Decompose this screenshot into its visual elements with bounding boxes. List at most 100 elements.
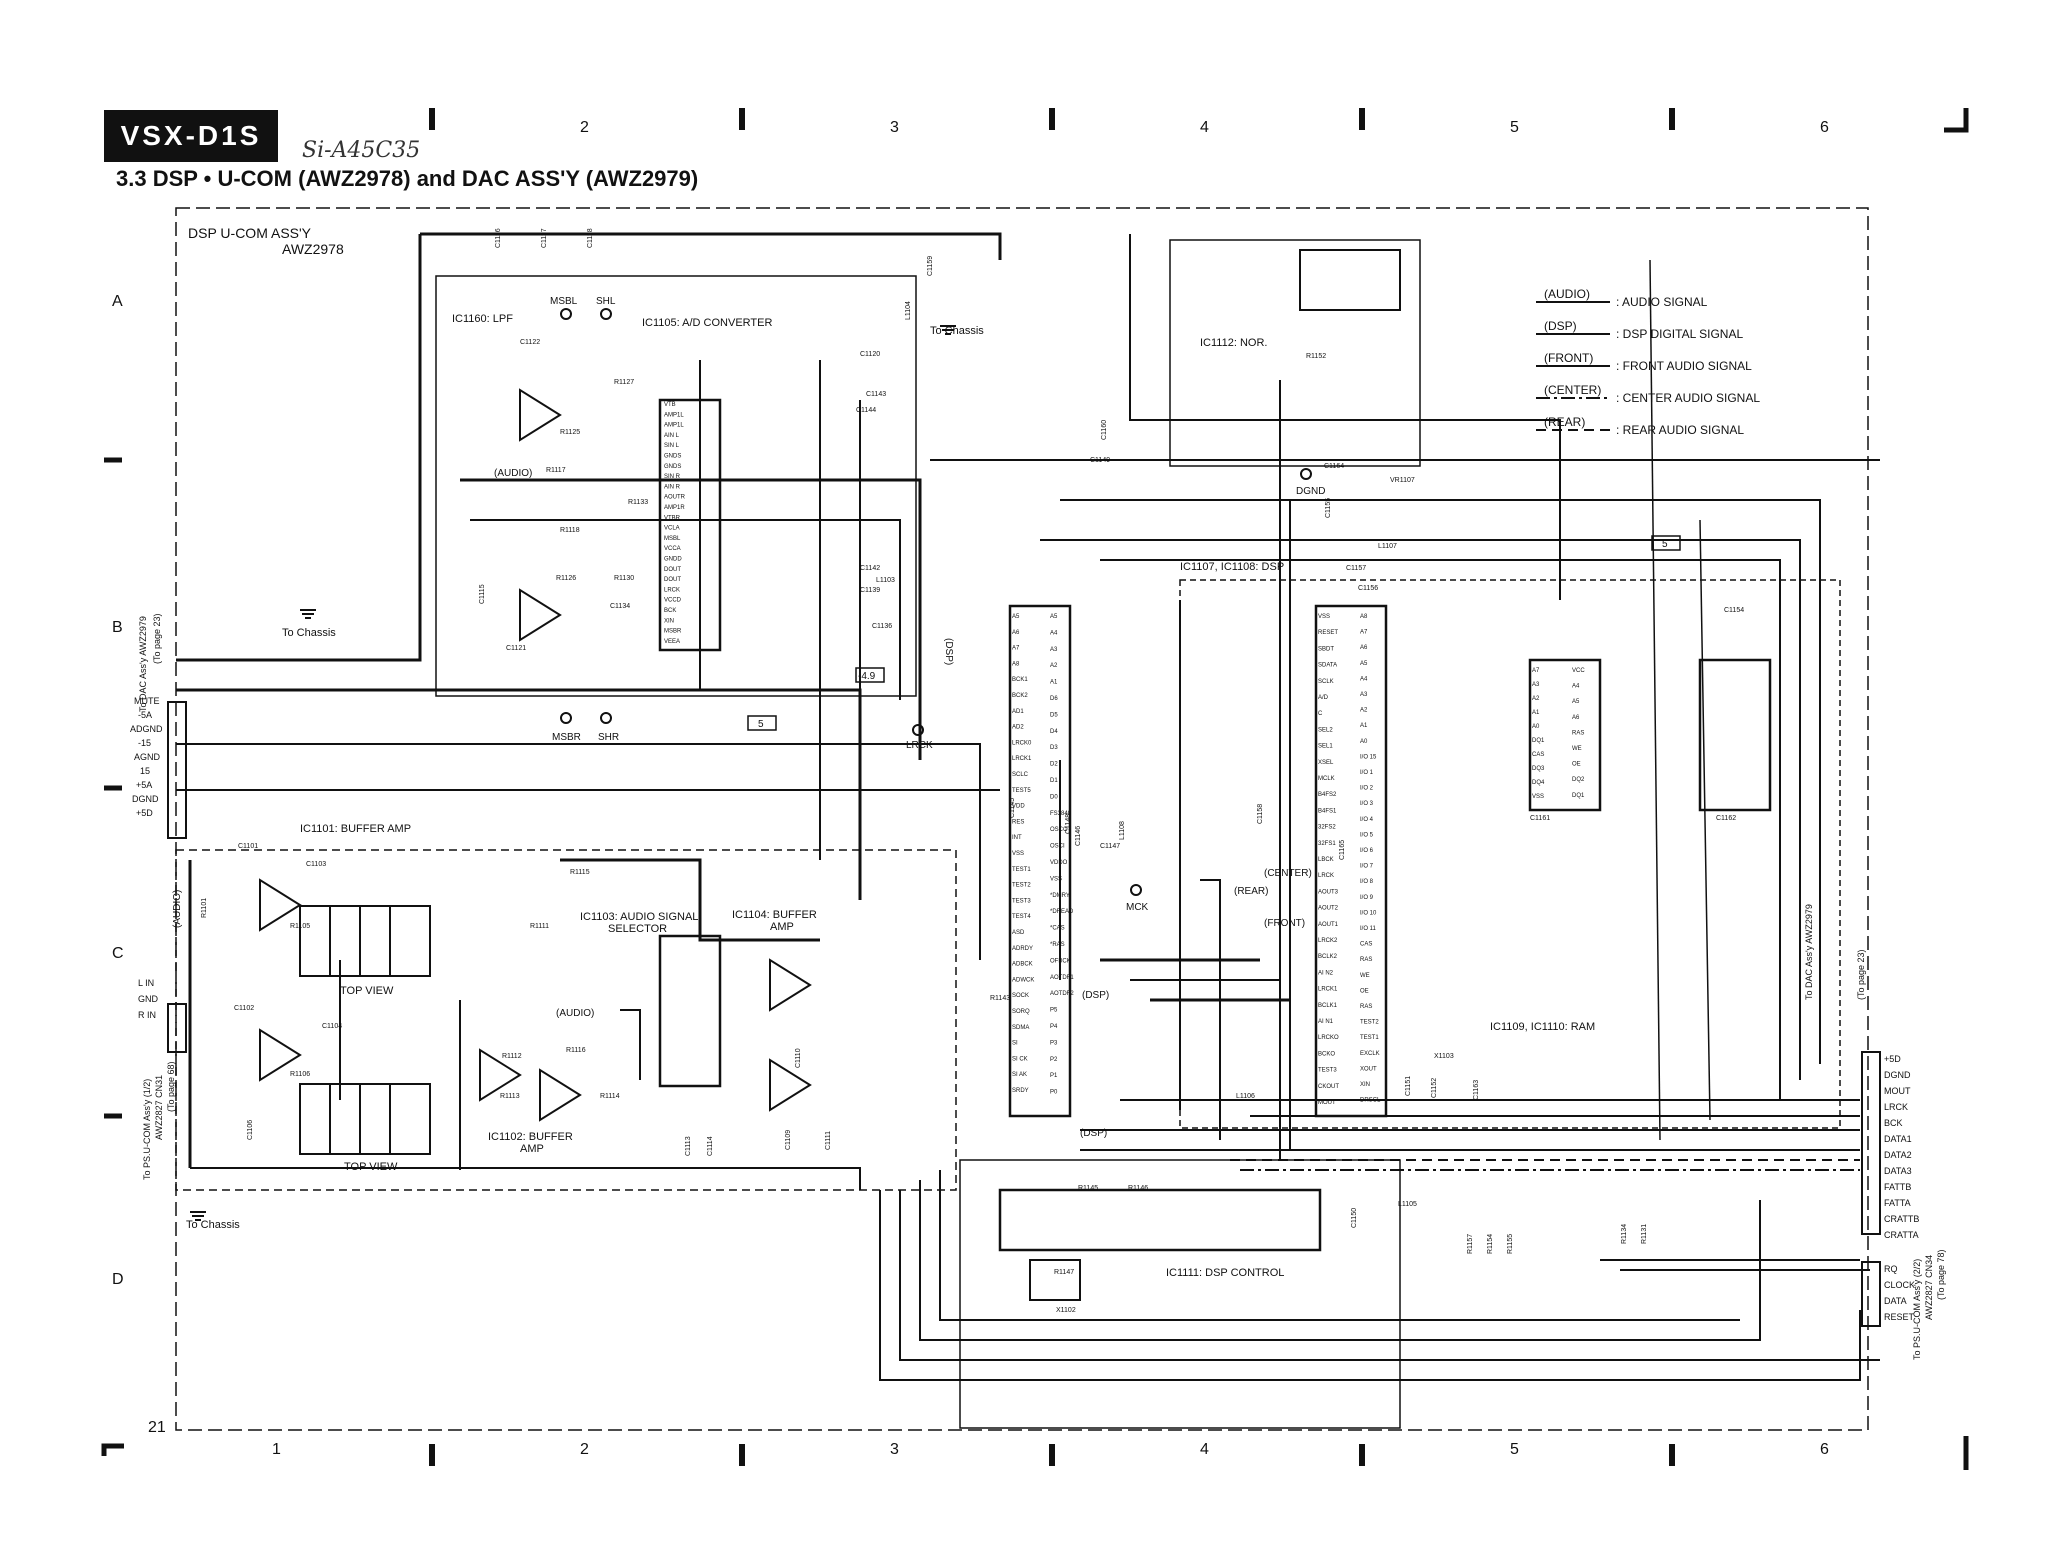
part-label: L1107: [1378, 543, 1397, 550]
adc-pin-label: SIN L: [664, 443, 680, 449]
dsp-ctrl-right-pin-label: A2: [1050, 663, 1058, 669]
part-label: R1157: [1467, 1234, 1474, 1254]
ram-pin-label: A3: [1532, 682, 1540, 688]
dsp-ctrl-right-pin-label: VSS: [1050, 876, 1062, 882]
conn-right-top-title: To DAC Ass'y AWZ2979: [1804, 904, 1814, 1000]
dsp-right-pin-label: WE: [1360, 973, 1370, 979]
dsp-pin-label: AOUT3: [1318, 889, 1339, 895]
adc-pin-label: DOUT: [664, 577, 681, 583]
dsp-ctrl-right-pin-label: *DMRY: [1050, 893, 1070, 899]
part-label: C1115: [479, 584, 486, 604]
ram-right-pin-label: DQ1: [1572, 793, 1585, 799]
conn-right-bottom-note: (To page 78): [1936, 1249, 1946, 1300]
pin-r-crattb: CRATTB: [1884, 1214, 1919, 1224]
part-label: C1118: [587, 228, 594, 248]
dsp-ctrl-pin-label: TEST1: [1012, 867, 1031, 873]
grid-col-4-top: 4: [1200, 119, 1209, 136]
part-label: C1116: [495, 228, 502, 248]
pin-r-mout: MOUT: [1884, 1086, 1911, 1096]
adc-pin-label: BCK: [664, 608, 676, 614]
part-label: C1109: [785, 1130, 792, 1150]
block-ic1111: IC1111: DSP CONTROL: [1166, 1267, 1284, 1279]
dsp-ctrl-right-pin-label: OSCI: [1050, 844, 1065, 850]
adc-pin-label: DOUT: [664, 567, 681, 573]
adc-pin-label: VTBR: [664, 515, 681, 521]
tag-audio-1: (AUDIO): [494, 468, 532, 479]
dsp-ctrl-right-pin-label: AOTDF2: [1050, 991, 1074, 997]
adc-pin-label: AOUTR: [664, 495, 686, 501]
adc-pin-label: GNDS: [664, 464, 681, 470]
dsp-pin-label: SEL1: [1318, 744, 1333, 750]
dsp-ctrl-right-pin-label: D0: [1050, 794, 1058, 800]
dsp-right-pin-label: A8: [1360, 614, 1368, 620]
pin-dgnd: DGND: [132, 794, 159, 804]
dsp-right-pin-label: TEST1: [1360, 1035, 1379, 1041]
part-label: R1101: [201, 898, 208, 918]
handwritten-note: Si-A45C35: [302, 138, 421, 163]
pin-mute: MUTE: [134, 696, 160, 706]
pin-minus15: -15: [138, 738, 151, 748]
part-label: C1121: [506, 645, 526, 652]
pin-agnd: AGND: [134, 752, 161, 762]
part-label: C1106: [247, 1120, 254, 1140]
dsp-right-pin-label: A0: [1360, 739, 1368, 745]
pin-gnd: GND: [138, 994, 159, 1004]
adc-pin-label: SIN R: [664, 474, 681, 480]
part-label: R1111: [530, 923, 549, 930]
dsp-ctrl-right-pin-label: D5: [1050, 712, 1058, 718]
adc-pin-label: AIN L: [664, 433, 680, 439]
ram-right-pin-label: VCC: [1572, 668, 1585, 674]
part-label: C1163: [1473, 1080, 1480, 1100]
dsp-ctrl-pin-label: SDMA: [1012, 1025, 1029, 1031]
adc-pin-label: GNDS: [664, 454, 681, 460]
dsp-right-pin-label: TEST2: [1360, 1020, 1379, 1026]
ram-right-pin-label: A4: [1572, 684, 1580, 690]
pin-15: 15: [140, 766, 150, 776]
ram-right-pin-label: DQ2: [1572, 777, 1585, 783]
dsp-pin-label: LRCK2: [1318, 938, 1338, 944]
dsp-pin-label: SDATA: [1318, 663, 1337, 669]
tag-dsp-2: (DSP): [1082, 990, 1109, 1001]
dsp-ctrl-right-pin-label: VDDO: [1050, 860, 1068, 866]
part-label: R1131: [1641, 1224, 1648, 1244]
part-label: C1147: [1100, 843, 1120, 850]
ram-pin-label: DQ4: [1532, 780, 1545, 786]
part-label: R1152: [1306, 353, 1326, 360]
dsp-ctrl-right-pin-label: P4: [1050, 1024, 1058, 1030]
part-label: R1114: [600, 1093, 620, 1100]
dsp-pin-label: BCLK1: [1318, 1003, 1338, 1009]
dsp-ctrl-right-pin-label: D4: [1050, 729, 1058, 735]
dsp-pin-label: TEST3: [1318, 1068, 1337, 1074]
part-label: R1115: [570, 869, 590, 876]
tp-msbr: MSBR: [552, 732, 581, 743]
dsp-ctrl-pin-label: LRCK1: [1012, 756, 1032, 762]
assembly-name: DSP U-COM ASS'Y: [188, 225, 312, 241]
dsp-ctrl-right-pin-label: *RAS: [1050, 942, 1065, 948]
dsp-ctrl-pin-label: SI: [1012, 1041, 1018, 1047]
dsp-ctrl-right-pin-label: D2: [1050, 762, 1058, 768]
part-label: C1159: [927, 256, 934, 276]
part-label: R1117: [546, 467, 566, 474]
part-label: C1142: [860, 565, 880, 572]
part-label: L1103: [876, 577, 895, 584]
part-label: R1147: [1054, 1269, 1074, 1276]
pin-r-plus5d: +5D: [1884, 1054, 1901, 1064]
part-label: C1152: [1431, 1078, 1438, 1098]
dsp-ctrl-right-pin-label: *CAS: [1050, 926, 1065, 932]
part-label: R1146: [1128, 1185, 1148, 1192]
part-label: R1116: [566, 1047, 586, 1054]
dsp-ctrl-right-pin-label: A5: [1050, 614, 1058, 620]
ram-pin-label: CAS: [1532, 752, 1544, 758]
dsp-pin-label: 32FS1: [1318, 841, 1336, 847]
adc-pin-label: VCCA: [664, 546, 681, 552]
dsp-pin-label: RESET: [1318, 630, 1338, 636]
block-ic1104a: IC1104: BUFFER: [732, 909, 817, 921]
dsp-right-pin-label: RAS: [1360, 1004, 1372, 1010]
ram-pin-label: A2: [1532, 696, 1540, 702]
dsp-ctrl-right-pin-label: AOTDF1: [1050, 975, 1074, 981]
part-label: C1120: [860, 351, 880, 358]
ram-pin-label: A1: [1532, 710, 1540, 716]
dsp-right-pin-label: A7: [1360, 630, 1368, 636]
dsp-ctrl-right-pin-label: OSCO: [1050, 827, 1068, 833]
